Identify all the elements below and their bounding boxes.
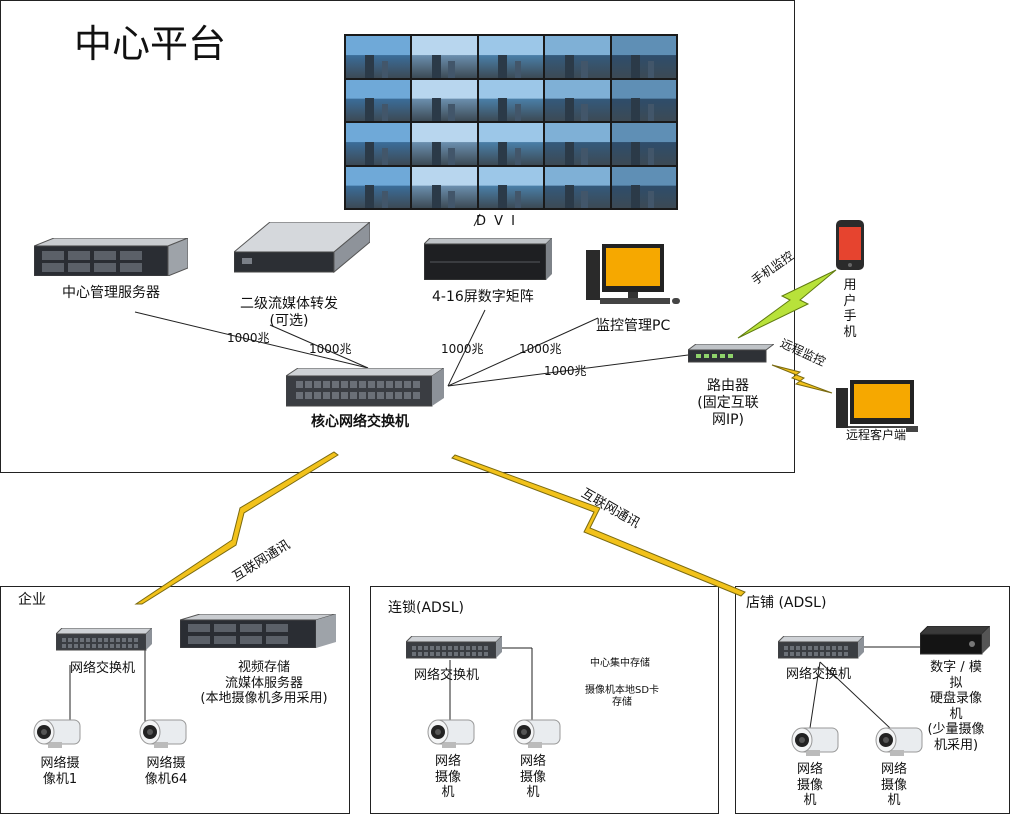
video-wall-tile — [545, 166, 610, 208]
router-label: 路由器 (固定互联 网IP) — [697, 378, 759, 428]
video-wall — [344, 34, 678, 210]
internet-bolt-right — [451, 454, 746, 597]
digital-matrix-label: 4-16屏数字矩阵 — [432, 289, 534, 305]
user-phone-label: 用 户 手 机 — [843, 278, 857, 340]
core-switch-icon — [286, 368, 444, 408]
stream-server-label: 二级流媒体转发 (可选) — [240, 296, 338, 329]
video-wall-tile — [346, 79, 411, 121]
video-wall-tile — [346, 123, 411, 165]
video-wall-tile — [545, 123, 610, 165]
link-speed-server: 1000兆 — [227, 331, 270, 345]
store-camera-a-label: 网络 摄像 机 — [796, 762, 823, 809]
link-speed-pc: 1000兆 — [519, 342, 562, 356]
center-title: 中心平台 — [74, 22, 227, 66]
dvr-label: 数字 / 模 拟 硬盘录像 机 (少量摄像 机采用) — [927, 660, 985, 753]
dvi-label: D V I — [476, 214, 518, 229]
video-wall-tile — [478, 36, 544, 78]
chain-title: 连锁(ADSL) — [388, 600, 464, 616]
dvr-icon — [920, 626, 990, 656]
store-frame — [735, 586, 1010, 814]
storage-server-label: 视频存储 流媒体服务器 (本地摄像机多用采用) — [200, 660, 328, 707]
internet-bolt-left — [134, 451, 339, 605]
video-wall-tile — [611, 166, 676, 208]
mobile-bolt — [737, 269, 837, 339]
video-wall-tile — [412, 166, 477, 208]
video-wall-tile — [545, 79, 610, 121]
chain-camera-b-label: 网络 摄像 机 — [519, 754, 546, 801]
center-server-label: 中心管理服务器 — [62, 285, 160, 301]
center-server-icon — [34, 238, 188, 276]
video-wall-tile — [346, 166, 411, 208]
chain-note-central: 中心集中存储 — [590, 658, 650, 669]
link-speed-matrix: 1000兆 — [441, 342, 484, 356]
enterprise-camera-1-label: 网络摄 像机1 — [40, 756, 80, 787]
video-wall-tile — [478, 166, 544, 208]
store-camera-b-label: 网络 摄像 机 — [880, 762, 907, 809]
remote-bolt — [771, 364, 833, 394]
enterprise-switch-icon — [56, 628, 152, 652]
stream-server-icon — [234, 222, 370, 274]
monitoring-pc-icon — [586, 244, 682, 308]
storage-server-icon — [180, 614, 336, 648]
chain-camera-a-label: 网络 摄像 机 — [434, 754, 461, 801]
enterprise-camera-64-label: 网络摄 像机64 — [144, 756, 188, 787]
core-switch-label: 核心网络交换机 — [311, 414, 409, 430]
chain-note-sd: 摄像机本地SD卡 存储 — [584, 685, 660, 708]
video-wall-tile — [545, 36, 610, 78]
store-switch-label: 网络交换机 — [786, 667, 852, 682]
chain-switch-icon — [406, 636, 502, 660]
video-wall-tile — [412, 79, 477, 121]
video-wall-tile — [346, 36, 411, 78]
chain-switch-label: 网络交换机 — [414, 668, 480, 683]
link-speed-router: 1000兆 — [544, 364, 587, 378]
video-wall-tile — [611, 36, 676, 78]
router-icon — [688, 344, 774, 364]
store-title: 店铺 (ADSL) — [746, 595, 827, 611]
enterprise-title: 企业 — [18, 592, 46, 608]
video-wall-tile — [611, 79, 676, 121]
user-phone-icon — [836, 220, 864, 270]
monitoring-pc-label: 监控管理PC — [596, 318, 671, 334]
video-wall-tile — [478, 123, 544, 165]
enterprise-switch-label: 网络交换机 — [70, 661, 136, 676]
video-wall-tile — [611, 123, 676, 165]
digital-matrix-icon — [424, 238, 552, 280]
store-switch-icon — [778, 636, 864, 660]
video-wall-tile — [412, 123, 477, 165]
link-speed-stream: 1000兆 — [309, 342, 352, 356]
remote-client-label: 远程客户端 — [846, 428, 907, 443]
video-wall-tile — [412, 36, 477, 78]
video-wall-tile — [478, 79, 544, 121]
